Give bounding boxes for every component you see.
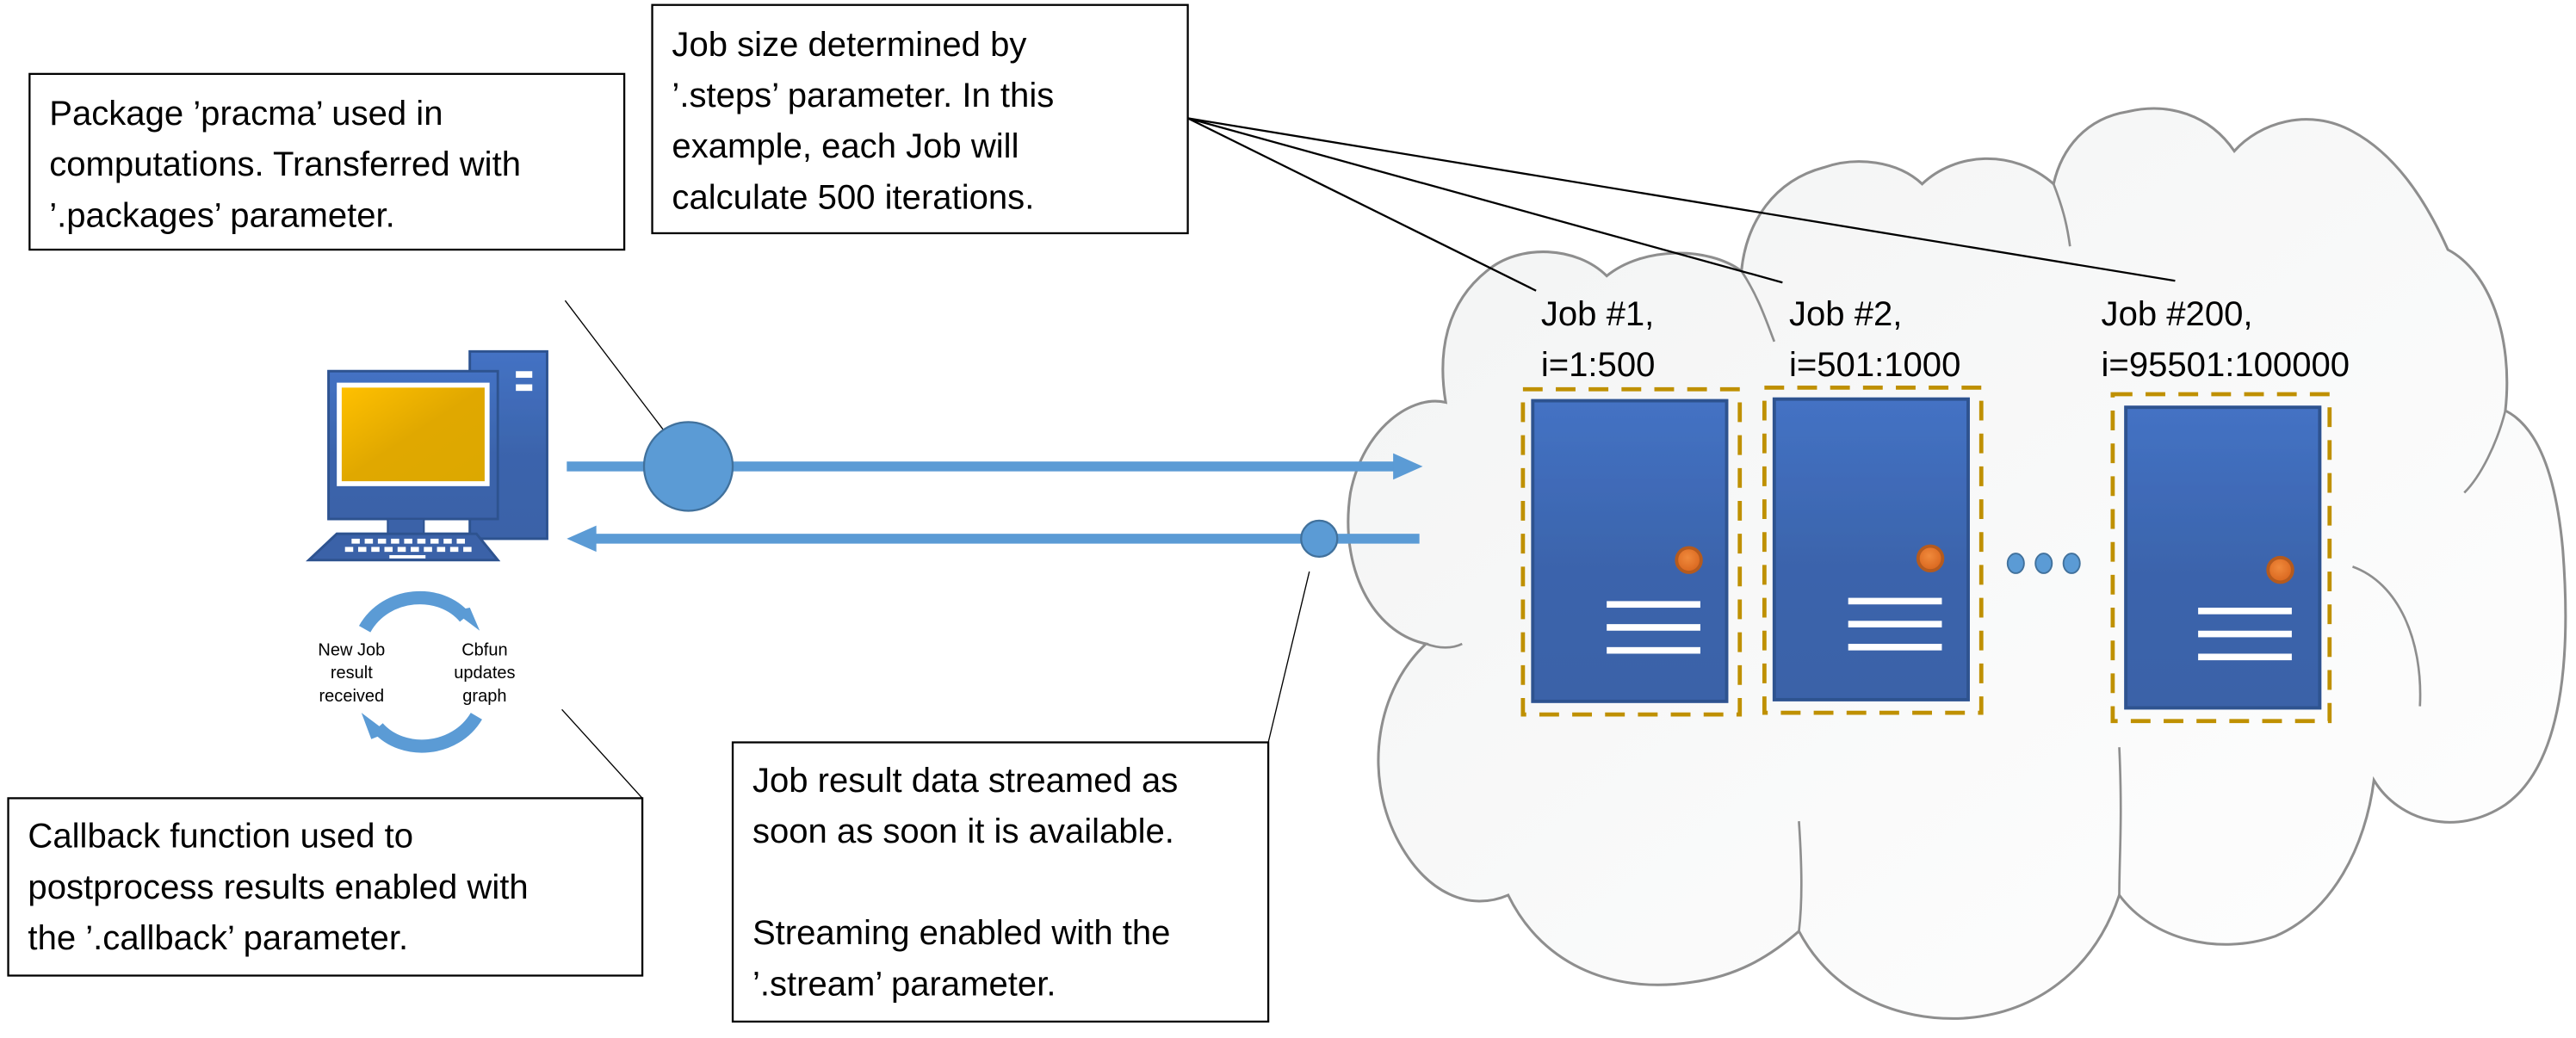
callback-callout-pointer (561, 708, 643, 799)
steps-callout-line: ’.steps’ parameter. In this (672, 77, 1054, 114)
job-label-200: Job #200, i=95501:100000 (2102, 295, 2350, 384)
server-icon (2124, 405, 2322, 710)
stream-result-marker-icon (1300, 519, 1339, 559)
job-title: Job #2, (1789, 295, 1902, 333)
job-label-1: Job #1, i=1:500 (1541, 295, 1656, 384)
callback-callout-line: Callback function used to (28, 818, 413, 856)
steps-callout-line: calculate 500 iterations. (672, 178, 1034, 216)
steps-callout-pointers (1187, 117, 2176, 292)
steps-callout-line: Job size determined by (672, 26, 1026, 64)
job-boundary-box (1520, 386, 1743, 717)
packages-callout-line: Package ’pracma’ used in (49, 95, 443, 133)
cycle-arrow-bottom-icon (361, 712, 482, 753)
return-arrow-icon (567, 525, 1420, 553)
server-led-icon (1675, 546, 1703, 574)
steps-pointer-job-200 (1187, 117, 2176, 282)
callback-callout-line: the ’.callback’ parameter. (28, 919, 408, 957)
cycle-left-line: New Job (318, 640, 385, 659)
job-label-2: Job #2, i=501:1000 (1789, 295, 1960, 384)
cycle-arrow-top-icon (358, 590, 480, 633)
job-boundary-box (1762, 385, 1984, 715)
desktop-computer-icon (306, 349, 548, 562)
callback-callout-line: postprocess results enabled with (28, 868, 528, 906)
cycle-left-line: result (331, 664, 373, 683)
stream-callout-line: soon as soon it is available. (752, 812, 1174, 850)
job-server-2 (1762, 385, 1984, 715)
callback-cycle: New Job result received Cbfun updates gr… (318, 590, 516, 753)
job-range: i=1:500 (1541, 346, 1656, 384)
job-range: i=501:1000 (1789, 346, 1960, 384)
stream-callout-line: Streaming enabled with the (752, 914, 1171, 952)
packages-callout-line: computations. Transferred with (49, 145, 521, 183)
ellipsis-icon (2006, 553, 2081, 574)
cycle-right-line: updates (454, 664, 515, 683)
cycle-left-line: received (319, 687, 385, 706)
steps-pointer-job-1 (1187, 117, 1537, 292)
cycle-right-line: graph (462, 687, 506, 706)
stream-callout-pointer (1267, 571, 1310, 743)
callback-callout: Callback function used to postprocess re… (7, 797, 644, 977)
steps-callout-line: example, each Job will (672, 127, 1019, 165)
stream-callout-line: Job result data streamed as (752, 762, 1178, 800)
send-arrow-icon (567, 453, 1423, 480)
steps-pointer-job-2 (1187, 117, 1783, 284)
job-server-1 (1520, 386, 1743, 717)
job-server-200 (2110, 392, 2332, 724)
server-led-icon (1916, 544, 1945, 573)
steps-callout: Job size determined by ’.steps’ paramete… (651, 3, 1189, 235)
packages-callout: Package ’pracma’ used in computations. T… (28, 72, 626, 251)
job-range: i=95501:100000 (2102, 346, 2350, 384)
cycle-right-line: Cbfun (461, 640, 507, 659)
job-title: Job #1, (1541, 295, 1654, 333)
stream-callout-line: ’.stream’ parameter. (752, 965, 1056, 1003)
package-transfer-marker-icon (642, 421, 734, 512)
server-led-icon (2266, 555, 2294, 584)
packages-callout-pointer (564, 300, 665, 431)
job-boundary-box (2110, 392, 2332, 724)
stream-callout: Job result data streamed as soon as soon… (731, 741, 1270, 1023)
job-title: Job #200, (2102, 295, 2253, 333)
packages-callout-line: ’.packages’ parameter. (49, 196, 395, 234)
